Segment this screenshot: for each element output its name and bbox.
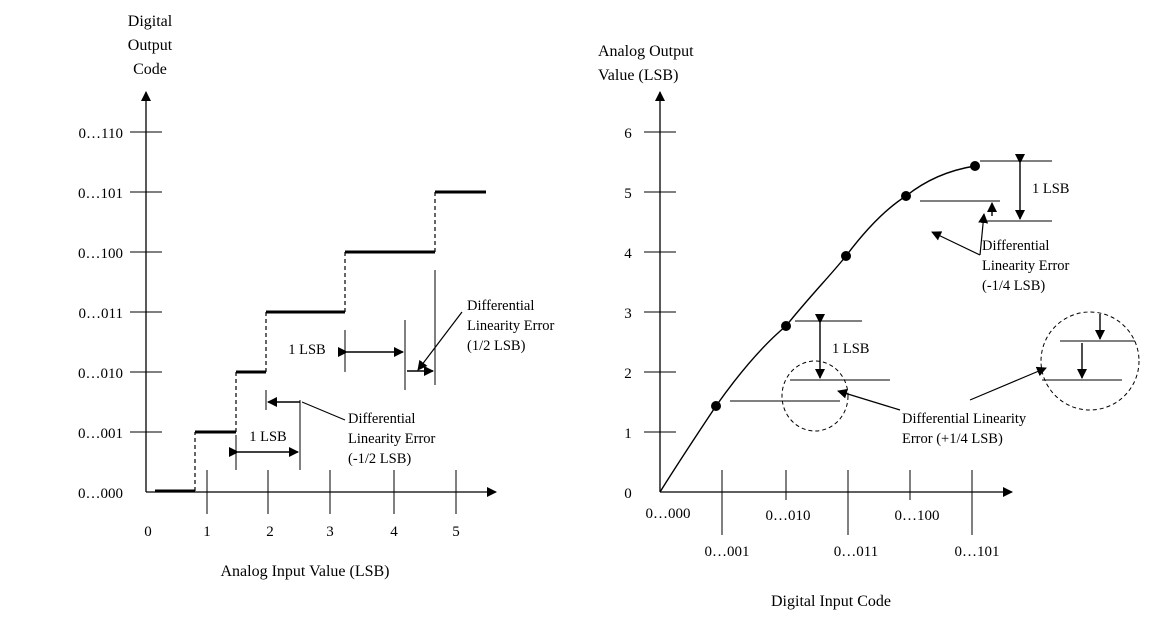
adc-dnl-pos-line3: (1/2 LSB) [467, 338, 526, 354]
dac-dnl-neg-callout [931, 213, 989, 256]
dac-dnl-pos-line2: Error (+1/4 LSB) [902, 431, 1003, 447]
adc-y-title-line2: Output [128, 37, 173, 54]
adc-y-tick-label: 0…001 [78, 426, 123, 442]
adc-staircase [155, 190, 486, 493]
dac-point [970, 161, 980, 171]
dac-y-tick-label: 5 [624, 186, 632, 202]
adc-panel: Digital Output Code 0…000 0…001 0…010 0…… [78, 13, 555, 580]
adc-x-title: Analog Input Value (LSB) [220, 563, 389, 580]
adc-y-tick-label: 0…110 [79, 126, 123, 142]
dac-point [711, 401, 721, 411]
dac-lsb-label-top: 1 LSB [1032, 181, 1069, 197]
adc-x-tick-label: 2 [266, 524, 274, 540]
dac-y-title-line2: Value (LSB) [598, 67, 678, 84]
dac-lsb-label-mid: 1 LSB [832, 341, 869, 357]
adc-y-tick-label: 0…000 [78, 486, 123, 502]
dac-x-tick-label: 0…000 [646, 506, 691, 522]
adc-lsb-label-lower: 1 LSB [249, 429, 286, 445]
dac-panel: Analog Output Value (LSB) 0 1 2 3 4 5 6 … [598, 43, 1140, 610]
adc-dnl-neg-line2: Linearity Error [348, 431, 436, 447]
dac-x-tick-label: 0…101 [955, 544, 1000, 560]
dac-lsb-dimension-mid [730, 314, 890, 432]
adc-dnl-neg-marker [265, 390, 346, 421]
dac-y-tick-label: 6 [624, 126, 632, 142]
dac-x-tick-label: 0…100 [895, 508, 940, 524]
dac-y-tick-label: 2 [624, 366, 632, 382]
dac-y-ticks [644, 131, 676, 433]
adc-lsb-label-upper: 1 LSB [288, 342, 325, 358]
dac-point [841, 251, 851, 261]
adc-y-tick-label: 0…010 [78, 366, 123, 382]
dac-dnl-pos-line1: Differential Linearity [902, 411, 1027, 427]
adc-x-ticks [206, 470, 457, 514]
adc-dnl-pos-line1: Differential [467, 298, 534, 314]
dac-dnl-neg-line3: (-1/4 LSB) [982, 278, 1045, 294]
adc-dnl-neg-line1: Differential [348, 411, 415, 427]
adc-dnl-pos-line2: Linearity Error [467, 318, 555, 334]
adc-y-title-line3: Code [133, 61, 167, 78]
adc-x-tick-label: 4 [390, 524, 398, 540]
dac-point [901, 191, 911, 201]
adc-y-tick-label: 0…100 [78, 246, 123, 262]
adc-lsb-dimension-upper [338, 320, 406, 390]
dac-y-tick-label: 0 [624, 486, 632, 502]
dac-y-tick-label: 1 [624, 426, 632, 442]
dac-x-ticks [721, 470, 973, 535]
dac-x-tick-label: 0…011 [834, 544, 878, 560]
dac-x-title: Digital Input Code [771, 593, 891, 610]
adc-y-ticks [130, 131, 162, 433]
adc-x-tick-label: 0 [144, 524, 152, 540]
dac-x-tick-label: 0…010 [766, 508, 811, 524]
dac-y-tick-label: 3 [624, 306, 632, 322]
dac-y-title-line1: Analog Output [598, 43, 694, 60]
adc-dnl-neg-line3: (-1/2 LSB) [348, 451, 411, 467]
dac-dnl-pos-callout [837, 366, 1047, 411]
dac-dnl-neg-line2: Linearity Error [982, 258, 1070, 274]
adc-y-tick-label: 0…101 [78, 186, 123, 202]
adc-y-tick-label: 0…011 [79, 306, 123, 322]
adc-dnl-pos-marker [407, 270, 463, 385]
dac-dnl-neg-line1: Differential [982, 238, 1049, 254]
adc-x-tick-label: 1 [203, 524, 211, 540]
dac-magnifier [1040, 311, 1140, 411]
dac-points [711, 161, 980, 411]
adc-y-title-line1: Digital [128, 13, 173, 30]
dac-y-tick-label: 4 [624, 246, 632, 262]
dac-lsb-dimension-top [920, 154, 1052, 222]
dac-point [781, 321, 791, 331]
adc-x-tick-label: 5 [452, 524, 460, 540]
adc-lsb-dimension-lower [229, 400, 301, 470]
dac-x-tick-label: 0…001 [705, 544, 750, 560]
adc-x-tick-label: 3 [326, 524, 334, 540]
